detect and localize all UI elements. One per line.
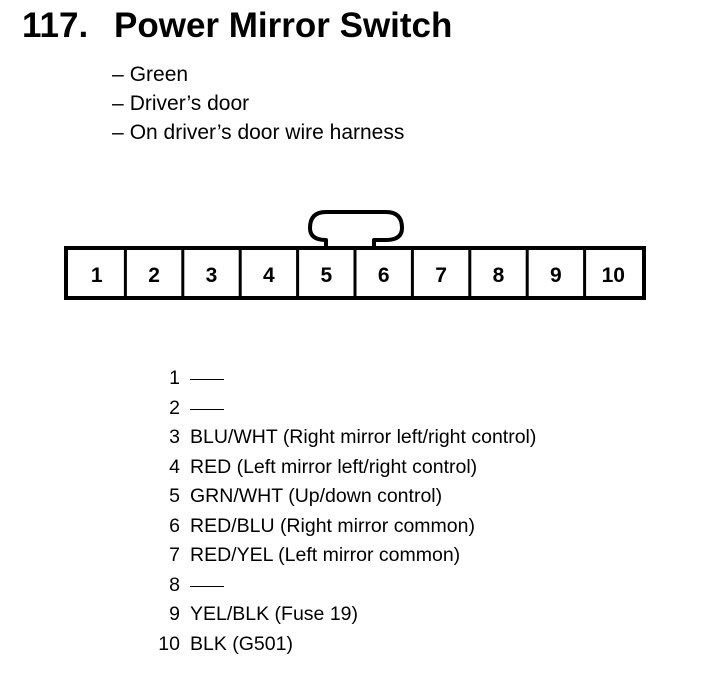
pin-description: BLK (G501) xyxy=(190,632,293,655)
pin-row-7: 7 RED/YEL (Left mirror common) xyxy=(148,541,536,571)
pin-description: YEL/BLK (Fuse 19) xyxy=(190,603,358,625)
pin-row-2: 2 xyxy=(148,394,536,424)
pin-row-8: 8 xyxy=(148,571,536,601)
pin-list: 1 2 3 BLU/WHT (Right mirror left/right cont… xyxy=(148,364,536,659)
cavity-number-10: 10 xyxy=(602,264,625,287)
note-text: Green xyxy=(129,63,189,86)
cavity-number-9: 9 xyxy=(550,264,562,287)
cavity-number-5: 5 xyxy=(320,264,332,287)
pin-number: 7 xyxy=(169,544,180,566)
connector-number: 117. xyxy=(22,6,89,45)
pin-description: RED/BLU (Right mirror common) xyxy=(190,514,475,537)
pin-row-6: 6 RED/BLU (Right mirror common) xyxy=(148,512,536,542)
cavity-number-8: 8 xyxy=(493,264,505,287)
note-location: –Driver’s door xyxy=(112,92,250,115)
pin-number: 2 xyxy=(169,396,180,419)
note-text: Driver’s door xyxy=(129,92,250,115)
pin-description: RED/YEL (Left mirror common) xyxy=(190,544,461,566)
page-title: 117. Power Mirror Switch xyxy=(22,6,452,46)
connector-notes: –Green –Driver’s door –On driver’s door … xyxy=(112,60,404,147)
pin-number: 5 xyxy=(169,485,180,507)
pin-row-3: 3 BLU/WHT (Right mirror left/right contro… xyxy=(148,423,536,453)
pin-row-10: 10 BLK (G501) xyxy=(148,630,536,660)
pin-row-1: 1 xyxy=(148,364,536,394)
pin-row-5: 5 GRN/WHT (Up/down control) xyxy=(148,482,536,512)
pin-number: 9 xyxy=(169,603,180,625)
pin-number: 4 xyxy=(169,455,180,478)
cavity-number-6: 6 xyxy=(378,264,390,287)
cavity-number-3: 3 xyxy=(206,264,218,287)
pin-row-9: 9 YEL/BLK (Fuse 19) xyxy=(148,600,536,630)
connector-name: Power Mirror Switch xyxy=(114,6,453,45)
cavity-number-2: 2 xyxy=(148,264,160,287)
note-color: –Green xyxy=(112,63,189,86)
unused-pin-dash xyxy=(190,379,224,381)
pin-description: BLU/WHT (Right mirror left/right control… xyxy=(190,426,537,448)
pin-number: 8 xyxy=(169,573,180,596)
pin-description: GRN/WHT (Up/down control) xyxy=(190,485,443,507)
note-harness: –On driver’s door wire harness xyxy=(112,121,405,144)
cavity-number-7: 7 xyxy=(435,264,447,287)
connector-lock-tab xyxy=(308,210,404,248)
pin-number: 6 xyxy=(169,514,180,537)
pin-number: 10 xyxy=(158,632,180,655)
connector-face-diagram: 1 2 3 4 5 6 7 8 9 10 xyxy=(64,210,646,300)
cavity-number-4: 4 xyxy=(263,264,275,287)
pin-number: 3 xyxy=(169,426,180,448)
pin-description: RED (Left mirror left/right control) xyxy=(190,455,478,478)
pin-number: 1 xyxy=(169,367,180,389)
unused-pin-dash xyxy=(190,585,224,587)
connector-cavities: 1 2 3 4 5 6 7 8 9 10 xyxy=(91,250,625,296)
pin-row-4: 4 RED (Left mirror left/right control) xyxy=(148,453,536,483)
unused-pin-dash xyxy=(190,408,224,410)
note-text: On driver’s door wire harness xyxy=(129,121,405,144)
cavity-number-1: 1 xyxy=(91,264,103,287)
